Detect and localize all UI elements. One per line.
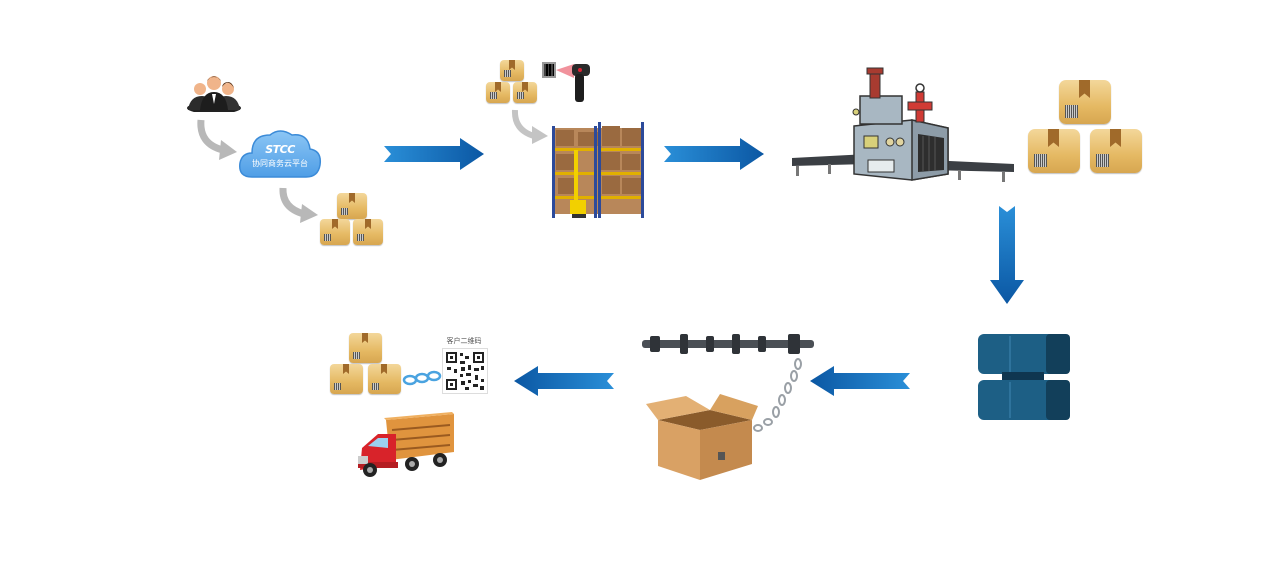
curved-arrow-icon bbox=[278, 186, 322, 224]
arrow-left-icon bbox=[514, 366, 616, 396]
arrow-left-icon bbox=[810, 366, 912, 396]
boxes-icon bbox=[330, 333, 402, 395]
customer-qr-card: 客户二维码 bbox=[440, 336, 488, 394]
arrow-right-icon bbox=[384, 138, 486, 170]
chain-link-icon bbox=[402, 368, 444, 388]
curved-arrow-icon bbox=[195, 118, 239, 162]
cloud-platform-icon: STCC 协同商务云平台 bbox=[238, 125, 322, 181]
boxes-with-qr-icon bbox=[1028, 80, 1146, 180]
factory-machine-icon bbox=[788, 66, 1018, 186]
customer-qr-label: 客户二维码 bbox=[446, 337, 482, 345]
business-people-icon bbox=[186, 72, 242, 112]
qr-code-icon bbox=[442, 348, 488, 394]
camshaft-in-box-icon bbox=[640, 334, 820, 480]
boxes-icon bbox=[320, 193, 384, 245]
arrow-down-icon bbox=[990, 206, 1024, 306]
warehouse-shelves-icon bbox=[552, 120, 646, 220]
arrow-right-icon bbox=[664, 138, 766, 170]
delivery-truck-icon bbox=[356, 412, 458, 480]
cloud-brand-label: STCC bbox=[265, 143, 295, 156]
blue-part-icon bbox=[978, 332, 1074, 424]
cloud-platform-label: 协同商务云平台 bbox=[252, 159, 308, 168]
curved-arrow-icon bbox=[510, 108, 552, 146]
boxes-icon bbox=[486, 60, 538, 104]
barcode-scanner-icon bbox=[542, 58, 592, 104]
